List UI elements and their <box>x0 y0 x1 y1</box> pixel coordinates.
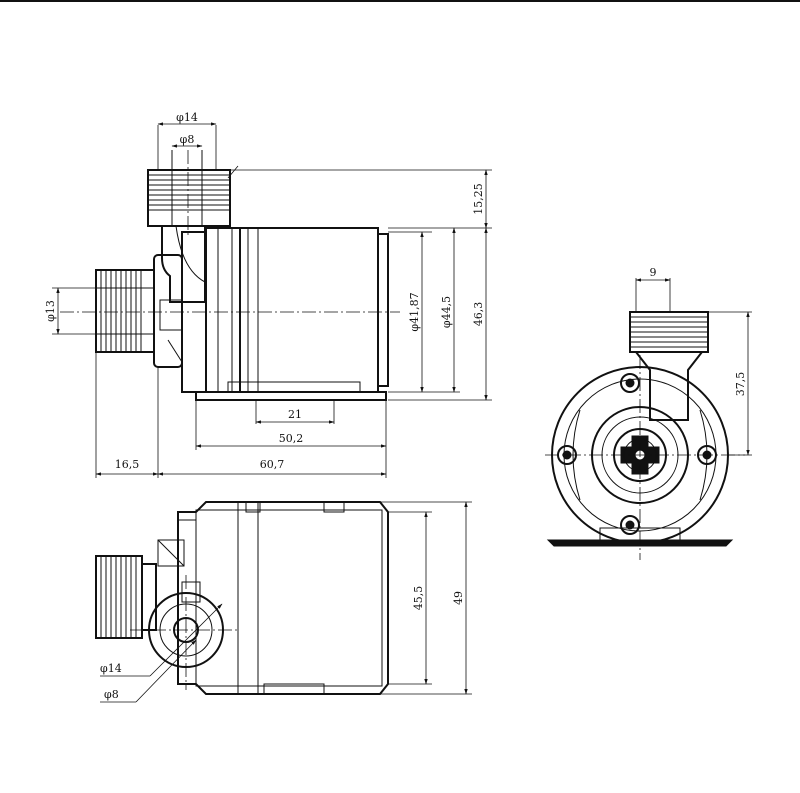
dim-total-length: 60,7 <box>260 458 285 471</box>
dim-body-height: 46,3 <box>472 302 485 327</box>
bottom-main-body <box>177 501 389 695</box>
dim-side-outlet-width: 9 <box>650 266 657 279</box>
bottom-outlet-thread <box>95 555 143 639</box>
front-mount-block <box>227 381 361 393</box>
side-view <box>545 278 745 560</box>
front-elbow-neck <box>161 225 206 303</box>
side-dimensions: 9 37,5 <box>635 266 752 456</box>
side-outlet-neck <box>635 351 703 421</box>
dim-inlet-inner: φ8 <box>180 133 195 146</box>
front-dimensions: φ14 φ8 15,25 φ41,87 φ44,5 46,3 φ13 <box>44 111 492 478</box>
dim-bottom-d1: 45,5 <box>412 586 425 611</box>
dim-body-d2: φ44,5 <box>440 296 453 328</box>
dim-bottom-outer: φ14 <box>100 662 122 675</box>
dim-bottom-d2: 49 <box>452 591 465 605</box>
front-view <box>60 125 400 401</box>
dim-base-length: 50,2 <box>279 432 304 445</box>
dim-outlet-length: 16,5 <box>115 458 140 471</box>
bottom-view <box>95 501 389 695</box>
front-outlet-thread <box>95 269 155 353</box>
dim-outlet-diameter: φ13 <box>44 300 57 322</box>
front-flange <box>153 254 183 368</box>
dim-body-d1: φ41,87 <box>408 292 421 331</box>
dim-bottom-inner: φ8 <box>104 688 119 701</box>
bottom-dimensions: 45,5 49 φ14 φ8 <box>100 501 472 703</box>
dim-inlet-height: 15,25 <box>472 183 485 215</box>
dim-side-outlet-height: 37,5 <box>734 372 747 397</box>
front-main-body <box>181 227 389 393</box>
front-base-plate <box>195 391 387 401</box>
dim-mount-slot: 21 <box>288 408 302 421</box>
dim-inlet-outer: φ14 <box>176 111 198 124</box>
